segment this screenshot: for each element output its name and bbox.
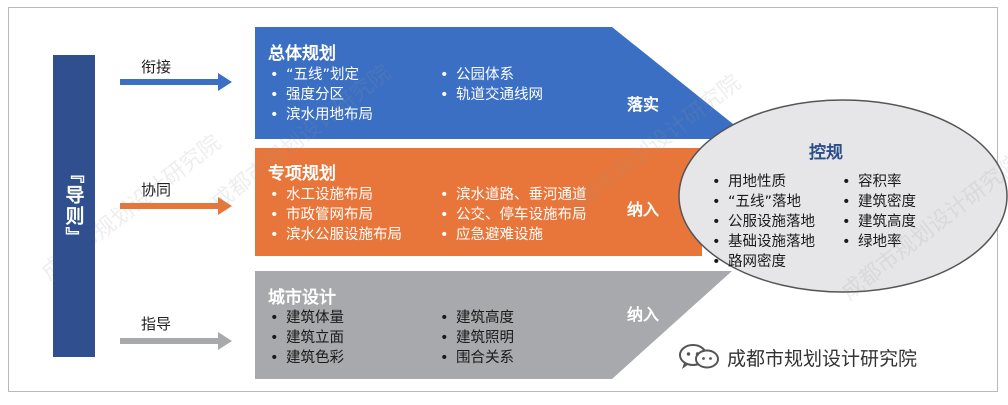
list-item: 滨水道路、垂河通道: [440, 185, 587, 205]
list-item: 基础设施落地: [712, 232, 815, 252]
list-item: 强度分区: [270, 85, 373, 105]
block-chengshi-right-list: 建筑高度 建筑照明 围合关系: [440, 308, 514, 368]
list-item: 用地性质: [712, 172, 815, 192]
list-item: 建筑体量: [270, 308, 344, 328]
block-zhuanxiang-right-list: 滨水道路、垂河通道 公交、停车设施布局 应急避难设施: [440, 185, 587, 245]
block-chengshi-left-list: 建筑体量 建筑立面 建筑色彩: [270, 308, 344, 368]
list-item: 建筑色彩: [270, 348, 344, 368]
list-item: 建筑高度: [842, 212, 916, 232]
list-item: 建筑立面: [270, 328, 344, 348]
block-verb-chengshi: 纳入: [627, 305, 660, 324]
arrow-xianjie: [120, 73, 232, 91]
block-verb-zhuanxiang: 纳入: [627, 200, 660, 219]
list-item: 围合关系: [440, 348, 514, 368]
block-title-zongti: 总体规划: [268, 44, 336, 64]
kongui-right-list: 容积率 建筑密度 建筑高度 绿地率: [842, 172, 916, 252]
wechat-icon: [679, 344, 719, 369]
brand-name: 成都市规划设计研究院: [727, 347, 918, 370]
arrow-label-xietong: 协同: [141, 181, 172, 199]
block-zhuanxiang-left-list: 水工设施布局 市政管网布局 滨水公服设施布局: [270, 185, 402, 245]
list-item: 公服设施落地: [712, 212, 815, 232]
list-item: 公交、停车设施布局: [440, 205, 587, 225]
list-item: 滨水公服设施布局: [270, 225, 402, 245]
list-item: 容积率: [842, 172, 916, 192]
list-item: 建筑照明: [440, 328, 514, 348]
arrow-xietong: [120, 197, 232, 215]
block-verb-zongti: 落实: [627, 95, 660, 114]
list-item: 公园体系: [440, 65, 543, 85]
guide-label: 『导则』: [62, 164, 85, 248]
list-item: “五线”落地: [712, 192, 815, 212]
list-item: 路网密度: [712, 252, 815, 272]
list-item: 轨道交通线网: [440, 85, 543, 105]
list-item: “五线”划定: [270, 65, 373, 85]
list-item: 绿地率: [842, 232, 916, 252]
brand-footer: 成都市规划设计研究院: [677, 343, 917, 371]
list-item: 建筑密度: [842, 192, 916, 212]
list-item: 建筑高度: [440, 308, 514, 328]
list-item: 市政管网布局: [270, 205, 402, 225]
list-item: 滨水用地布局: [270, 105, 373, 125]
kongui-left-list: 用地性质 “五线”落地 公服设施落地 基础设施落地 路网密度: [712, 172, 815, 272]
list-item: 水工设施布局: [270, 185, 402, 205]
arrow-label-xianjie: 衔接: [141, 58, 172, 76]
block-zongti-left-list: “五线”划定 强度分区 滨水用地布局: [270, 65, 373, 125]
block-title-chengshi: 城市设计: [268, 288, 336, 308]
list-item: 应急避难设施: [440, 225, 587, 245]
guide-bar: 『导则』: [53, 55, 95, 357]
arrow-zhidao: [120, 332, 232, 350]
kongui-title: 控规: [809, 143, 843, 163]
arrow-label-zhidao: 指导: [141, 315, 172, 333]
block-zongti-right-list: 公园体系 轨道交通线网: [440, 65, 543, 105]
block-title-zhuanxiang: 专项规划: [268, 164, 336, 184]
